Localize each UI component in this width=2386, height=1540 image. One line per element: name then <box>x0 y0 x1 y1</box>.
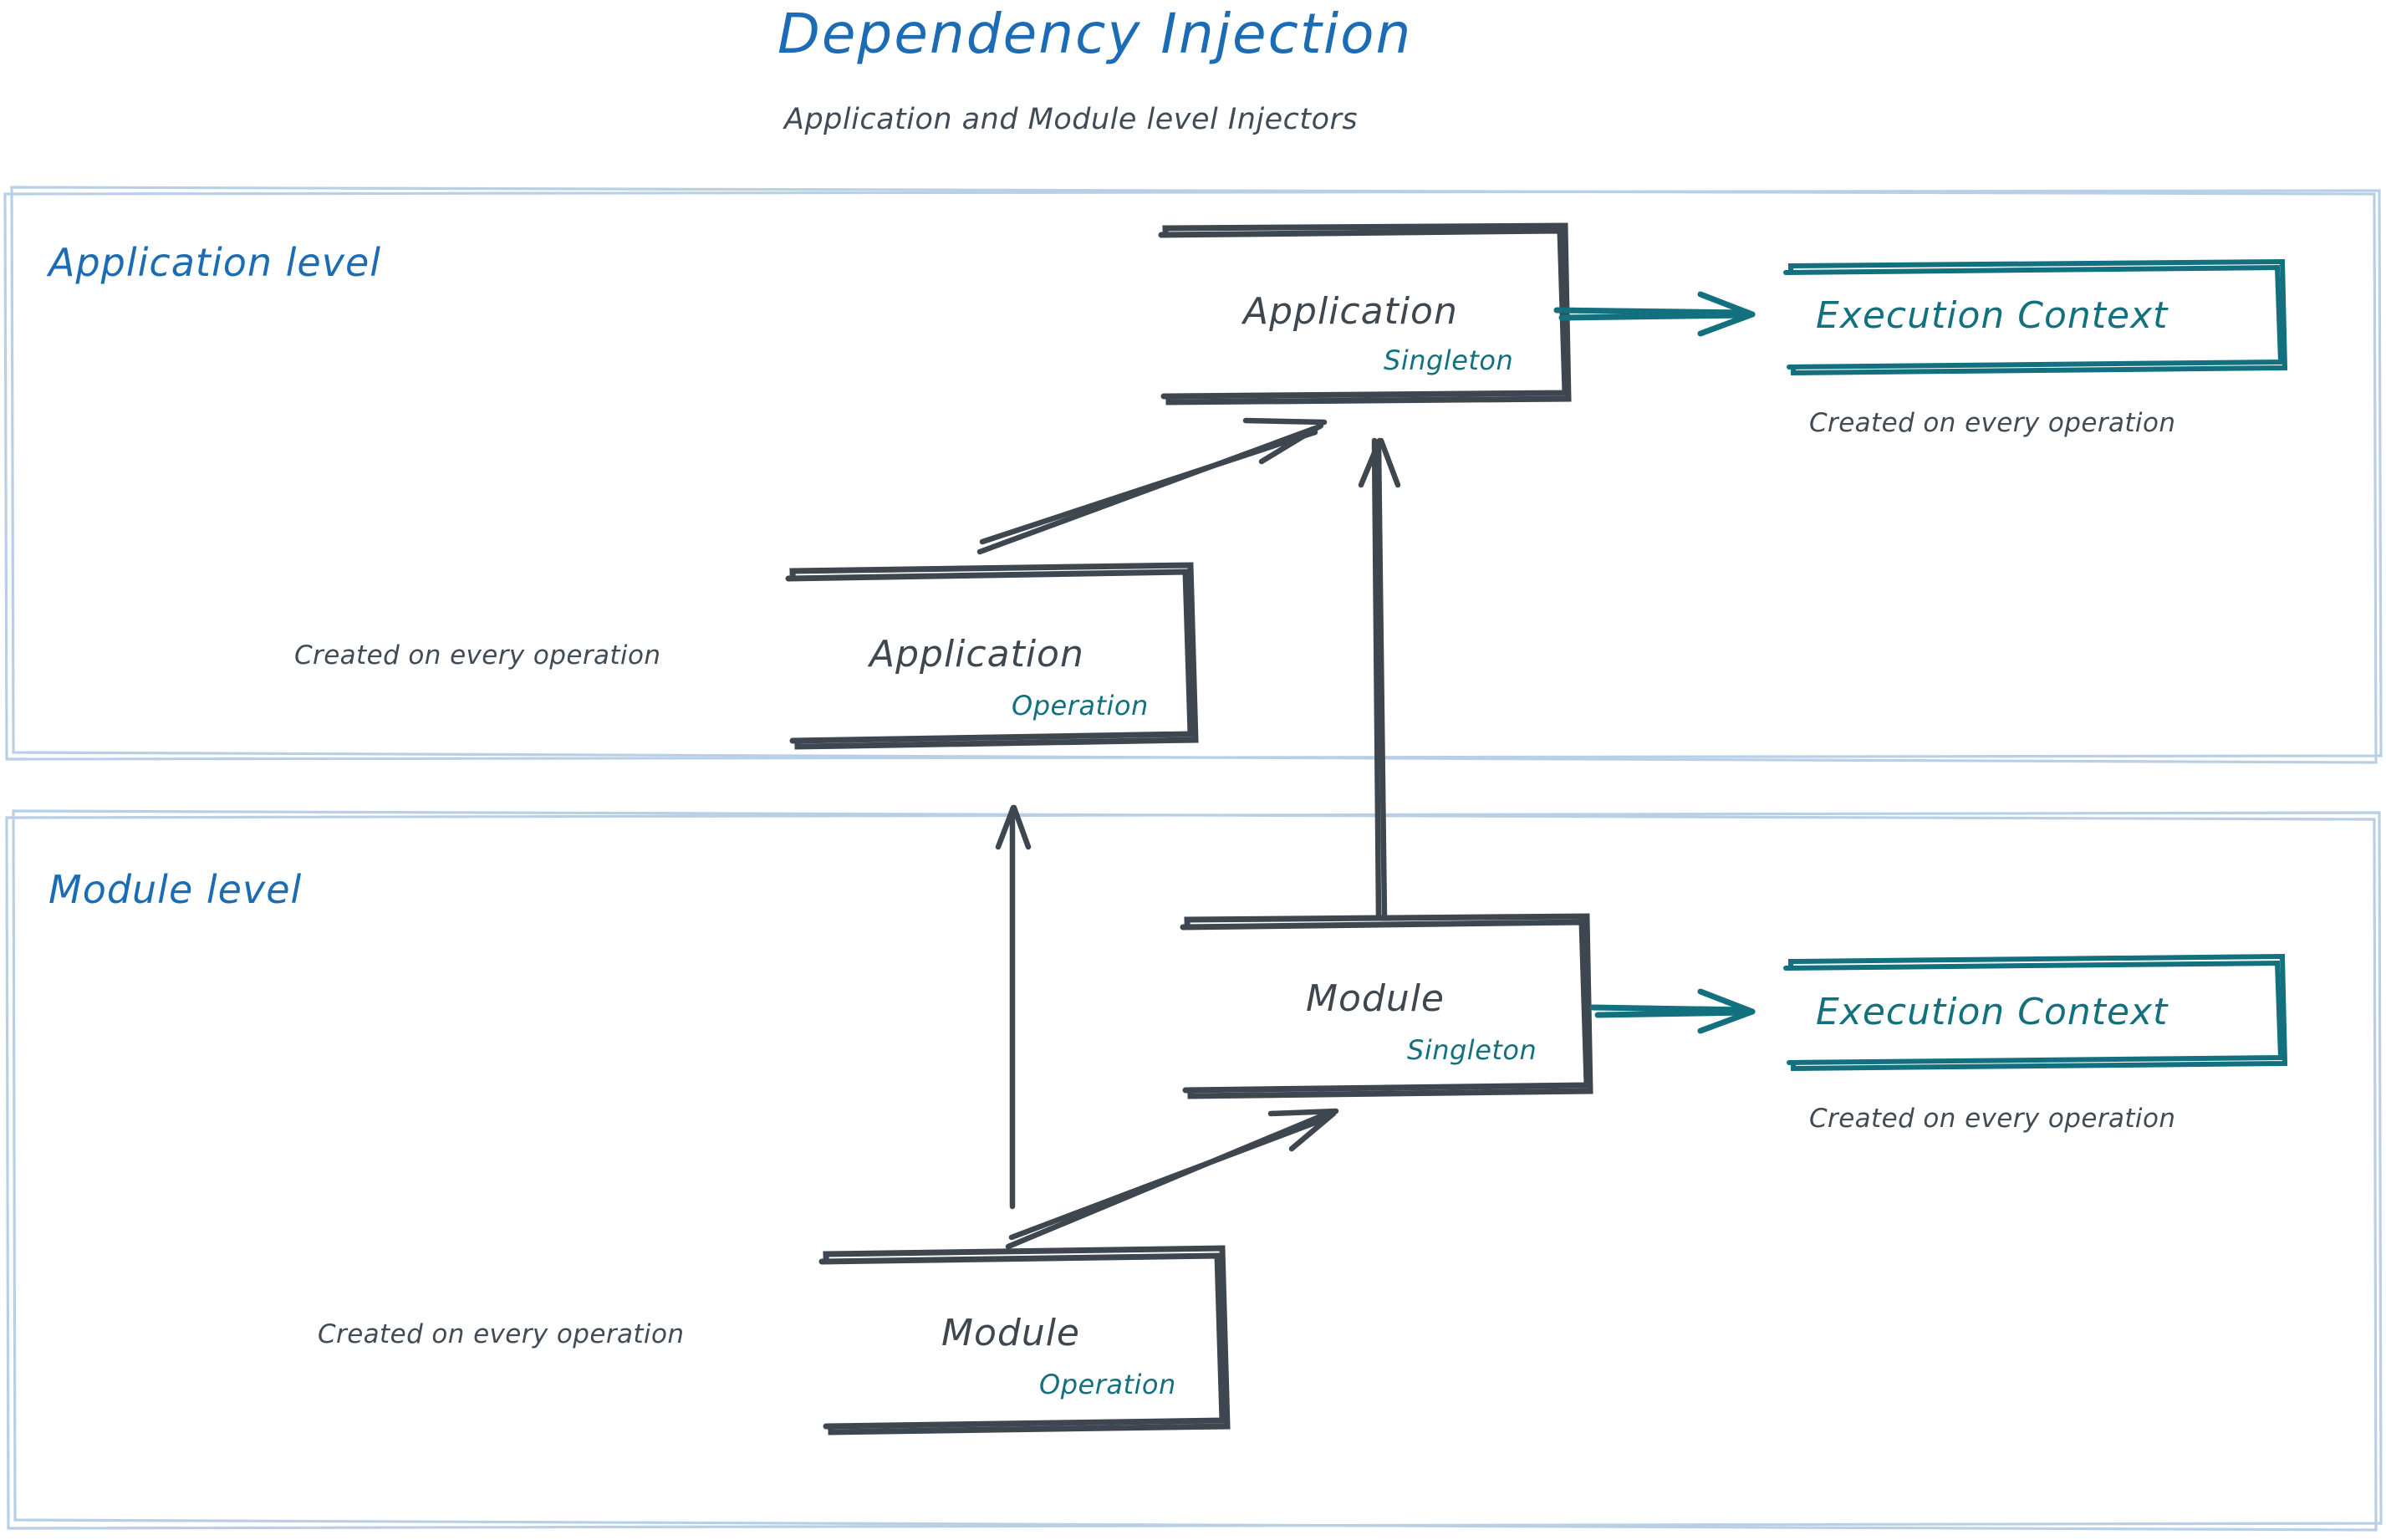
node-title-application-singleton: Application <box>1243 290 1458 333</box>
node-title-module-execution-context: Execution Context <box>1816 991 2169 1033</box>
node-caption-module-operation: Created on every operation <box>318 1319 685 1349</box>
node-box-application-execution-context <box>1783 258 2288 376</box>
node-box-module-operation <box>818 1245 1231 1435</box>
node-title-application-execution-context: Execution Context <box>1816 294 2169 337</box>
node-box-application-singleton <box>1158 222 1572 405</box>
node-scope-module-operation: Operation <box>1039 1369 1176 1400</box>
node-caption-application-operation: Created on every operation <box>294 640 661 671</box>
zone-frame-module <box>5 809 2383 1532</box>
arrow-module-singleton-to-application-singleton <box>1358 437 1401 921</box>
page-subtitle: Application and Module level Injectors <box>784 103 1359 136</box>
arrow-application-operation-to-singleton <box>976 417 1328 555</box>
arrow-module-to-application-operation <box>995 804 1032 1210</box>
node-box-application-operation <box>785 562 1199 750</box>
arrow-module-operation-to-singleton <box>1005 1108 1339 1250</box>
node-box-module-execution-context <box>1783 953 2288 1072</box>
node-scope-module-singleton: Singleton <box>1407 1034 1537 1066</box>
node-box-module-singleton <box>1180 913 1593 1099</box>
zone-frame-application <box>3 186 2383 764</box>
arrow-application-singleton-to-execution-context <box>1553 291 1756 337</box>
page-title: Dependency Injection <box>777 2 1413 66</box>
arrow-module-singleton-to-execution-context <box>1589 988 1756 1034</box>
node-scope-application-operation: Operation <box>1012 690 1149 722</box>
node-title-application-operation: Application <box>869 633 1084 676</box>
node-title-module-singleton: Module <box>1306 977 1445 1020</box>
node-title-module-operation: Module <box>941 1312 1080 1354</box>
node-caption-application-execution-context: Created on every operation <box>1809 408 2176 438</box>
node-caption-module-execution-context: Created on every operation <box>1809 1104 2176 1134</box>
node-scope-application-singleton: Singleton <box>1384 344 1514 376</box>
zone-label-application-level: Application level <box>48 240 382 285</box>
zone-label-module-level: Module level <box>48 867 303 912</box>
